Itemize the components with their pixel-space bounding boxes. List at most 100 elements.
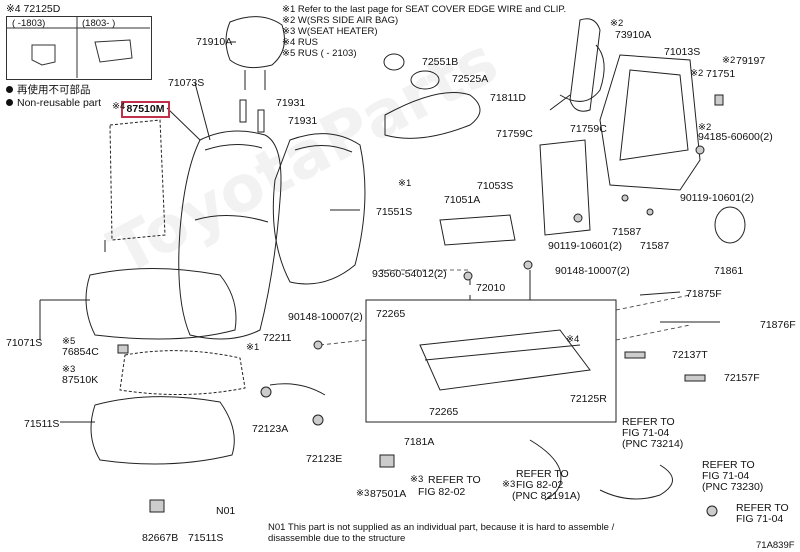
label-71051A[interactable]: 71051A: [444, 194, 481, 206]
note-2: ※2 W(SRS SIDE AIR BAG): [282, 15, 399, 26]
label-72525A[interactable]: 72525A: [452, 73, 489, 85]
label-71931-b[interactable]: 71931: [288, 115, 318, 127]
label-71861[interactable]: 71861: [714, 265, 744, 277]
ref-7104-b[interactable]: FIG 71-04: [622, 427, 670, 439]
label-73910A[interactable]: 73910A: [615, 29, 652, 41]
part-72137T: [624, 351, 646, 359]
label-93560[interactable]: 93560-54012(2): [372, 268, 447, 280]
label-90119-b[interactable]: 90119-10601(2): [548, 240, 622, 252]
label-72123E[interactable]: 72123E: [306, 453, 343, 465]
bullet-icon: [6, 99, 13, 106]
note-3: ※3 W(SEAT HEATER): [282, 26, 378, 37]
label-90148-a[interactable]: 90148-10007(2): [555, 265, 630, 277]
figure-code: 71A839F: [756, 540, 795, 551]
footnote-line-1: N01 This part is not supplied as an indi…: [268, 522, 615, 533]
label-72157F[interactable]: 72157F: [724, 372, 760, 384]
label-7181A[interactable]: 7181A: [404, 436, 435, 448]
ref-7104-d[interactable]: FIG 71-04: [702, 470, 750, 482]
ref-7104-c[interactable]: REFER TO: [702, 459, 755, 471]
lumbar-support: [539, 139, 591, 236]
ref-8202-d[interactable]: FIG 82-02: [516, 479, 564, 491]
ref-8202-b[interactable]: FIG 82-02: [418, 486, 466, 498]
ref-7104-f[interactable]: FIG 71-04: [736, 513, 784, 525]
label-94185[interactable]: 94185-60600(2): [698, 131, 773, 143]
label-71910A[interactable]: 71910A: [196, 36, 233, 48]
pnc-73214[interactable]: (PNC 73214): [622, 438, 684, 450]
heater-mat: [119, 350, 246, 396]
marker-3-c: ※3: [502, 479, 516, 490]
label-71759C-a[interactable]: 71759C: [496, 128, 533, 140]
pnc-73230[interactable]: (PNC 73230): [702, 481, 764, 493]
headrest-support-2: [257, 109, 265, 133]
part-72157F: [684, 374, 706, 382]
label-72265-a[interactable]: 72265: [376, 308, 406, 320]
label-N01[interactable]: N01: [216, 505, 236, 517]
ref-7104-e[interactable]: REFER TO: [736, 502, 789, 514]
label-71751[interactable]: 71751: [706, 68, 736, 80]
headrest: [225, 16, 285, 69]
marker-3-b: ※3: [410, 474, 424, 485]
label-71071S[interactable]: 71071S: [6, 337, 43, 349]
label-71587-b[interactable]: 71587: [640, 240, 670, 252]
marker-1-b: ※1: [246, 342, 260, 353]
footnote-line-2: disassemble due to the structure: [268, 533, 406, 544]
marker-2-c: ※2: [690, 68, 704, 79]
clip-76854C: [117, 344, 129, 354]
label-71811D[interactable]: 71811D: [490, 92, 527, 104]
label-90119-a[interactable]: 90119-10601(2): [680, 192, 754, 204]
variant-old: ( -1803): [12, 18, 46, 29]
label-71587-a[interactable]: 71587: [612, 226, 642, 238]
label-71759C-b[interactable]: 71759C: [570, 123, 607, 135]
label-72010[interactable]: 72010: [476, 282, 506, 294]
label-76854C[interactable]: 76854C: [62, 346, 99, 358]
seat-track-box: [365, 299, 617, 423]
label-72265-b[interactable]: 72265: [429, 406, 459, 418]
marker-4-b: ※4: [112, 101, 126, 112]
ref-8202-c[interactable]: REFER TO: [516, 468, 569, 480]
label-71875F[interactable]: 71875F: [686, 288, 722, 300]
highlighted-part[interactable]: 87510M: [121, 101, 170, 118]
marker-2-d: ※2: [698, 122, 712, 133]
variant-new: (1803- ): [82, 18, 116, 29]
label-72137T[interactable]: 72137T: [672, 349, 708, 361]
label-71876F[interactable]: 71876F: [760, 319, 796, 331]
part-82667B: [149, 499, 165, 513]
label-71053S[interactable]: 71053S: [477, 180, 514, 192]
label-72211[interactable]: 72211: [263, 332, 292, 344]
subpart-old: [31, 44, 56, 66]
back-heater-mat: [109, 119, 166, 241]
label-87510K[interactable]: 87510K: [62, 374, 99, 386]
legend-en: Non-reusable part: [17, 97, 102, 109]
label-72123A[interactable]: 72123A: [252, 423, 289, 435]
label-71511S-2[interactable]: 71511S: [188, 532, 224, 544]
marker-5: ※5: [62, 336, 76, 347]
pnc-82191A[interactable]: (PNC 82191A): [512, 490, 581, 502]
recliner-cover: [384, 92, 481, 139]
marker-1-a: ※1: [398, 178, 412, 189]
label-71511S[interactable]: 71511S: [24, 418, 60, 430]
legend-jp: 再使用不可部品: [17, 84, 91, 96]
cap-71861: [714, 206, 746, 244]
label-71931-a[interactable]: 71931: [276, 97, 306, 109]
label-71013S[interactable]: 71013S: [664, 46, 701, 58]
label-72551B[interactable]: 72551B: [422, 56, 459, 68]
marker-4: ※4: [566, 334, 580, 345]
headrest-support-1: [239, 99, 247, 123]
label-82667B[interactable]: 82667B: [142, 532, 179, 544]
label-71551S[interactable]: 71551S: [376, 206, 413, 218]
label-87501A[interactable]: 87501A: [370, 488, 407, 500]
marker-3-d: ※3: [356, 488, 370, 499]
bullet-icon: [6, 86, 13, 93]
seat-back-pad: [272, 133, 366, 285]
label-71073S[interactable]: 71073S: [168, 77, 205, 89]
label-90148-b[interactable]: 90148-10007(2): [288, 311, 363, 323]
ref-7104-a[interactable]: REFER TO: [622, 416, 675, 428]
label-79197[interactable]: 79197: [736, 55, 766, 67]
label-72125R[interactable]: 72125R: [570, 393, 607, 405]
marker-3-a: ※3: [62, 364, 76, 375]
ref-8202-a[interactable]: REFER TO: [428, 474, 481, 486]
seat-back-cover: [178, 130, 282, 340]
variant-table: [6, 16, 152, 80]
legend: 再使用不可部品 Non-reusable part: [6, 84, 101, 110]
note-1: ※1 Refer to the last page for SEAT COVER…: [282, 4, 567, 15]
